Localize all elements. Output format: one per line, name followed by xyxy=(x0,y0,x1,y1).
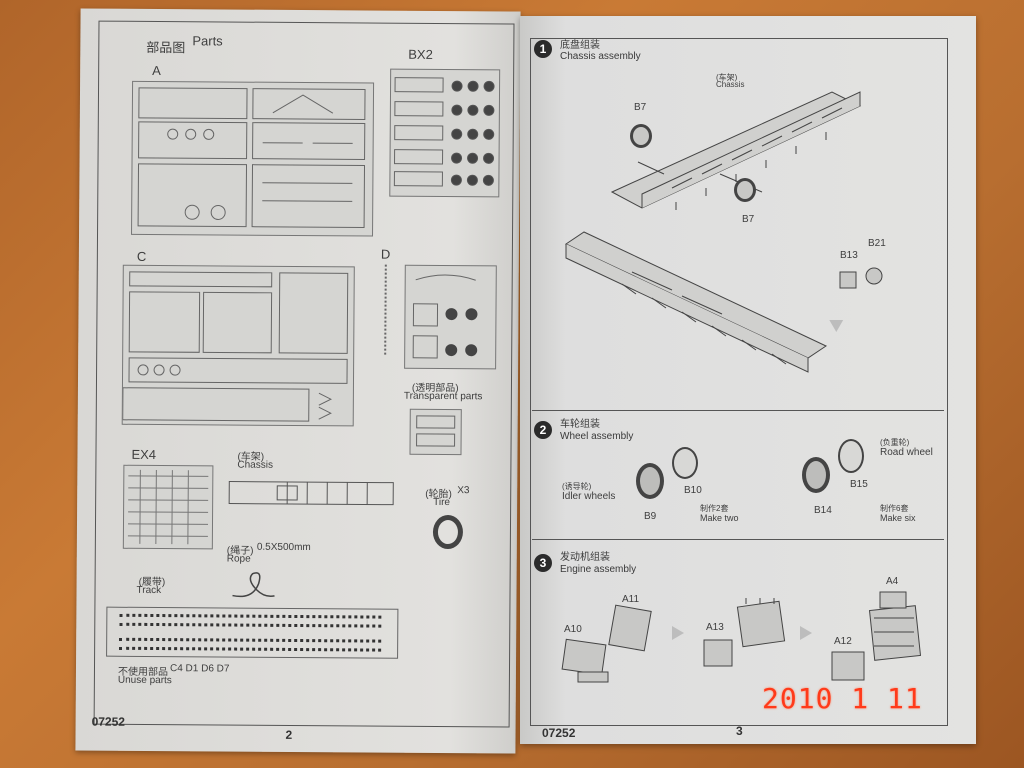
rope-label-size: 0.5X500mm xyxy=(256,541,311,554)
engine-parts-a10-a11-drawing xyxy=(561,604,652,683)
transparent-label-en: Transparent parts xyxy=(403,390,483,403)
wheel-b7-bottom-icon xyxy=(734,178,756,202)
step-3-arrow-1 xyxy=(672,626,684,640)
bracket-b13-b21-drawing xyxy=(839,267,883,289)
road-wheel-label-cn: (负重轮) xyxy=(880,438,910,447)
track-parts xyxy=(106,606,399,659)
make-two-cn: 制作2套 xyxy=(700,504,729,513)
sprue-a-drawing xyxy=(137,87,366,228)
part-b13: B13 xyxy=(840,250,858,261)
sprue-label-ex4: EX4 xyxy=(131,446,157,463)
sprue-label-d: D xyxy=(380,246,391,262)
part-b7-top: B7 xyxy=(634,102,647,113)
part-a12: A12 xyxy=(834,636,852,647)
sprue-ex4 xyxy=(122,464,214,550)
step-3-panel: 3 发动机组装 Engine assembly A11 A10 A13 A4 A… xyxy=(532,538,944,724)
wheel-b7-top-icon xyxy=(630,124,652,148)
sprue-ex4-drawing xyxy=(127,469,209,545)
chassis-label-en: Chassis xyxy=(237,459,274,471)
page-number-right: 3 xyxy=(736,724,743,738)
wheel-b14-icon xyxy=(802,457,830,493)
unused-label-en: Unuse parts xyxy=(117,674,172,687)
sprue-d-drawing xyxy=(412,274,478,359)
page-number-left: 2 xyxy=(285,727,293,742)
chassis-lower-drawing xyxy=(564,231,828,373)
part-b7-bottom: B7 xyxy=(742,214,755,225)
sprue-d-strip xyxy=(384,264,391,355)
chassis-note-cn: (车架) xyxy=(716,73,738,82)
make-six-cn: 制作6套 xyxy=(880,504,909,513)
kit-number-right: 07252 xyxy=(542,726,576,740)
right-page: 1 底盘组装 Chassis assembly (车架) Chassis B7 … xyxy=(520,16,976,744)
transparent-sprue-drawing xyxy=(416,415,456,447)
part-b21: B21 xyxy=(868,238,886,249)
step-2-title-cn: 车轮组装 xyxy=(560,419,600,430)
track-lower xyxy=(119,637,382,652)
tire-icon xyxy=(432,514,464,550)
wheel-b10-icon xyxy=(672,447,698,479)
transparent-sprue xyxy=(409,408,462,456)
part-a4: A4 xyxy=(886,576,899,587)
sprue-label-bx2: BX2 xyxy=(408,46,433,62)
part-b9: B9 xyxy=(644,511,657,522)
part-b14: B14 xyxy=(814,505,832,516)
part-b10: B10 xyxy=(684,485,702,496)
left-page: 部品图 Parts A BX2 xyxy=(75,8,521,754)
rope-icon xyxy=(232,572,275,598)
step-1-title-cn: 底盘组装 xyxy=(560,40,600,51)
idler-label-cn: (诱导轮) xyxy=(562,482,592,491)
track-label-en: Track xyxy=(136,584,162,597)
wheel-b15-icon xyxy=(838,439,864,473)
track-upper xyxy=(119,613,382,628)
step-2-panel: 2 车轮组装 Wheel assembly (诱导轮) Idler wheels… xyxy=(532,410,944,540)
tire-label-qty: X3 xyxy=(457,485,470,497)
part-b15: B15 xyxy=(850,479,868,490)
sprue-label-c: C xyxy=(136,248,147,264)
tire-label-en: Tire xyxy=(433,496,451,509)
sprue-c-drawing xyxy=(122,271,349,422)
chassis-part xyxy=(227,476,397,513)
step-1-panel: 1 底盘组装 Chassis assembly (车架) Chassis B7 … xyxy=(532,38,944,410)
part-a13: A13 xyxy=(706,622,724,633)
idler-label-en: Idler wheels xyxy=(562,491,616,502)
make-six-en: Make six xyxy=(880,513,916,523)
sprue-c xyxy=(121,264,355,427)
kit-number-left: 07252 xyxy=(91,714,126,729)
parts-header-en: Parts xyxy=(192,33,223,49)
engine-parts-a13-drawing xyxy=(703,598,786,667)
step-2-badge: 2 xyxy=(534,421,552,439)
parts-header-cn: 部品图 xyxy=(146,39,186,56)
sprue-label-a: A xyxy=(152,62,161,79)
wheel-b9-icon xyxy=(636,463,664,499)
road-wheel-label-en: Road wheel xyxy=(880,447,933,458)
step-1-badge: 1 xyxy=(534,40,552,58)
step-3-badge: 3 xyxy=(534,554,552,572)
right-page-frame xyxy=(530,38,948,726)
step-2-title-en: Wheel assembly xyxy=(560,431,634,442)
make-two-en: Make two xyxy=(700,513,739,523)
chassis-drawing xyxy=(228,481,394,506)
engine-assembled-drawing xyxy=(831,591,922,681)
unused-label-list: C4 D1 D6 D7 xyxy=(169,663,230,675)
part-a11: A11 xyxy=(622,594,640,605)
step-3-title-en: Engine assembly xyxy=(560,564,637,575)
rope-label-en: Rope xyxy=(226,553,251,565)
chassis-note-en: Chassis xyxy=(716,80,745,89)
step-3-title-cn: 发动机组装 xyxy=(560,552,610,563)
part-a10: A10 xyxy=(564,624,582,635)
camera-date-stamp: 2010 1 11 xyxy=(762,682,923,715)
sprue-bx2-drawing xyxy=(393,77,495,187)
sprue-a xyxy=(131,80,375,237)
step-1-title-en: Chassis assembly xyxy=(560,51,641,62)
sprue-bx2 xyxy=(389,68,501,198)
sprue-d xyxy=(404,264,497,370)
step-3-arrow-2 xyxy=(800,626,812,640)
